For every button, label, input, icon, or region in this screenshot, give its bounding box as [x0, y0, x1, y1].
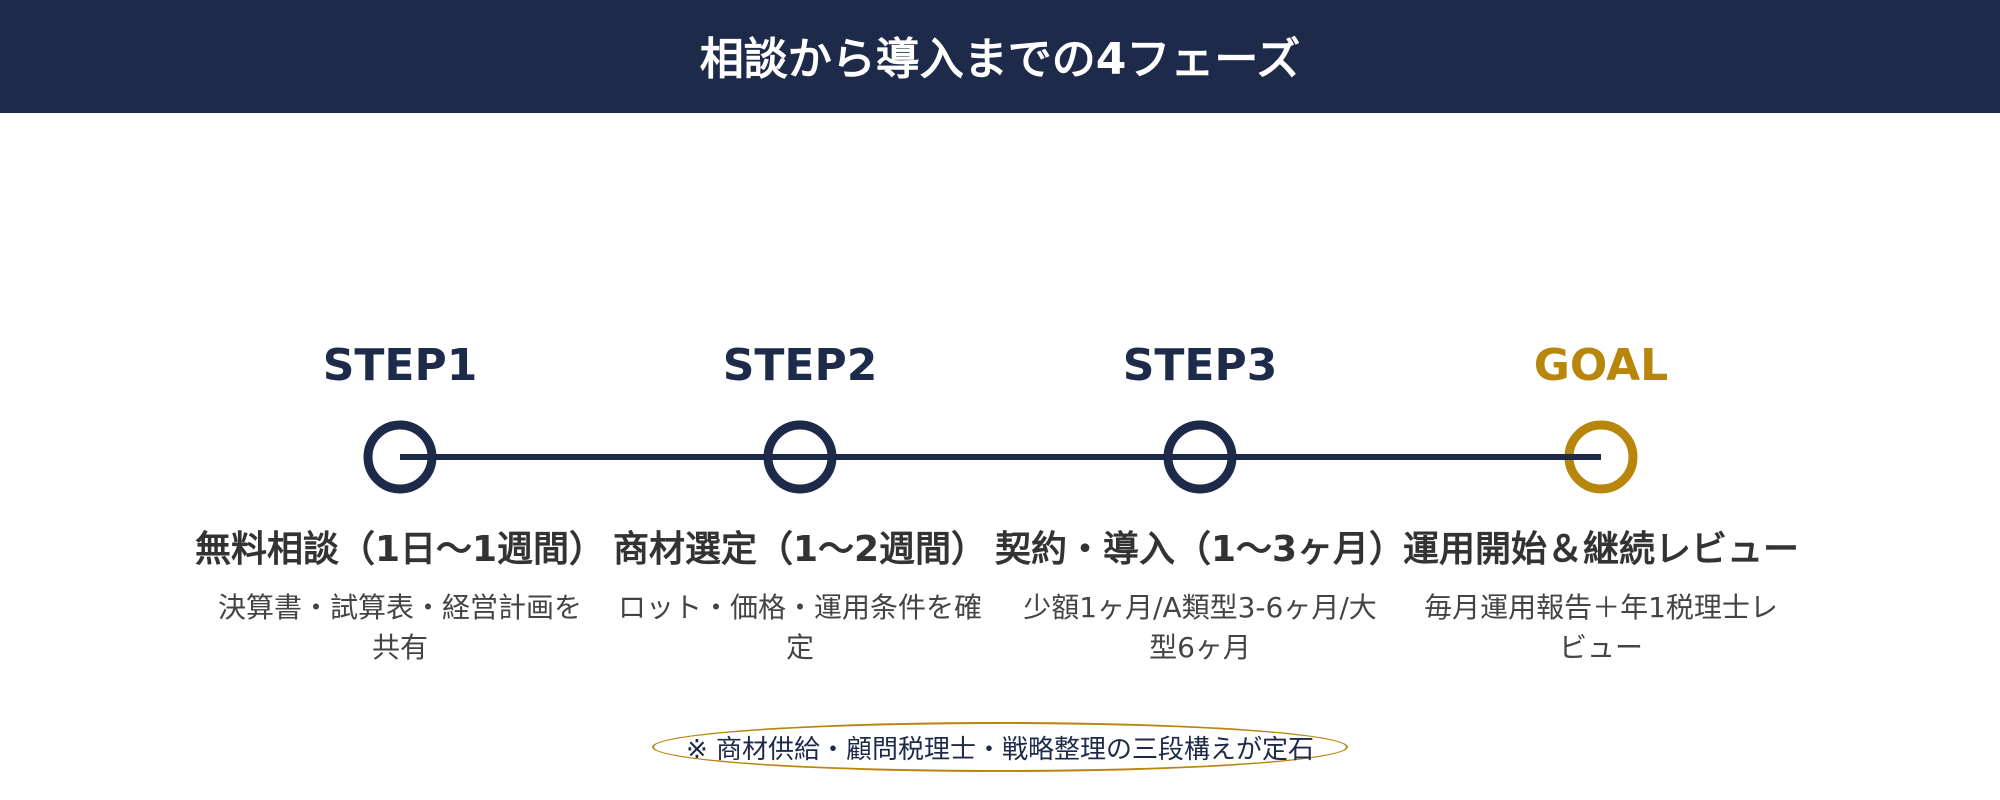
note-ellipse: ※ 商材供給・顧問税理士・戦略整理の三段構えが定石 [652, 722, 1348, 772]
step-title: 運用開始＆継続レビュー [1402, 529, 1799, 570]
step-description: 決算書・試算表・経営計画を共有 [217, 591, 582, 664]
step-description: 少額1ヶ月/A類型3-6ヶ月/大型6ヶ月 [1023, 591, 1377, 664]
step-description: ロット・価格・運用条件を確定 [617, 591, 982, 664]
step-title: 無料相談（1日〜1週間） [194, 529, 606, 570]
page-title: 相談から導入までの4フェーズ [699, 33, 1301, 85]
header-bar: 相談から導入までの4フェーズ [0, 0, 2000, 113]
note-text: ※ 商材供給・顧問税理士・戦略整理の三段構えが定石 [685, 734, 1315, 765]
step-title: 商材選定（1〜2週間） [612, 529, 988, 570]
step-title: 契約・導入（1〜3ヶ月） [994, 529, 1406, 570]
step-label: STEP1 [322, 340, 478, 391]
step-description: 毎月運用報告＋年1税理士レビュー [1424, 591, 1778, 664]
step-label: STEP2 [722, 340, 878, 391]
step-label: STEP3 [1122, 340, 1278, 391]
goal-label: GOAL [1533, 340, 1669, 391]
